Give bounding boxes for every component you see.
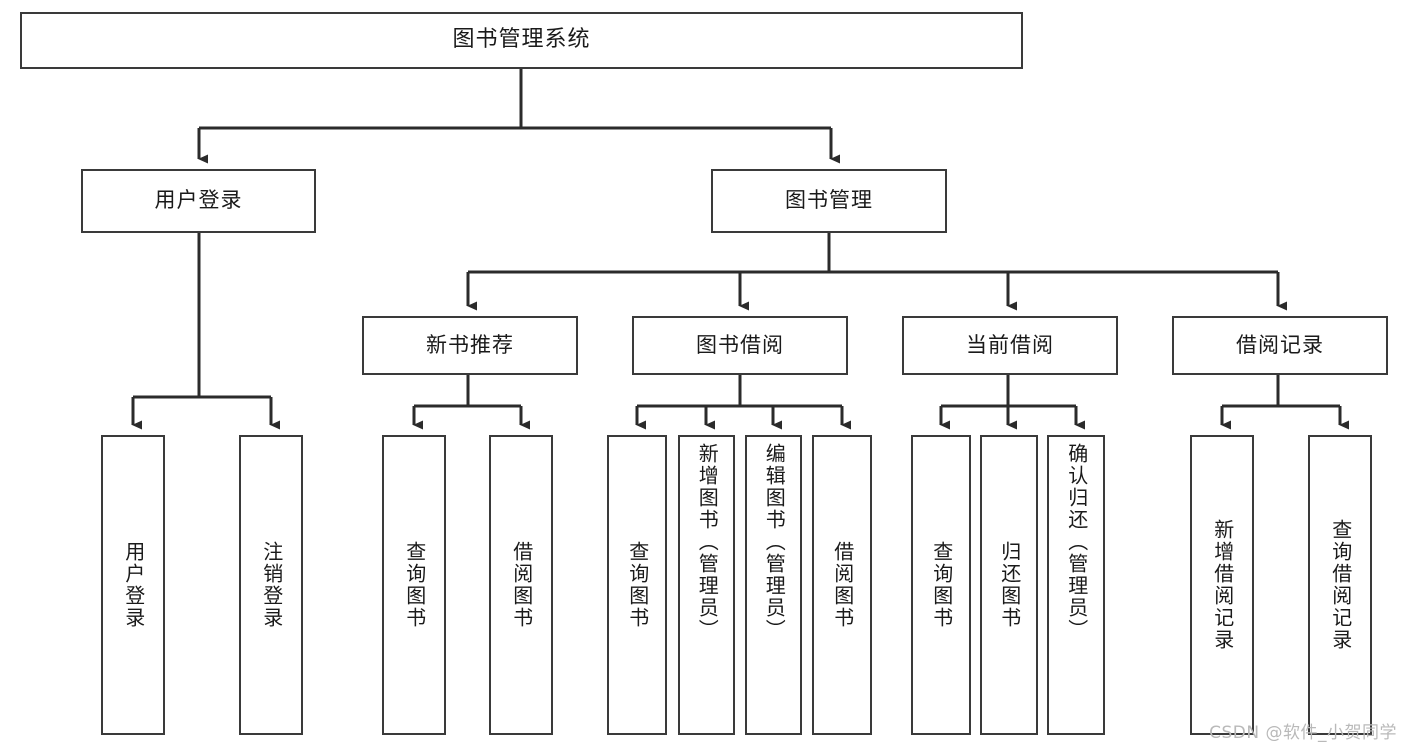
node-label: 用户登录 bbox=[154, 188, 243, 213]
leaf-add-book-admin[interactable]: 新增图书（管理员） bbox=[678, 435, 735, 735]
leaf-user-login[interactable]: 用户登录 bbox=[101, 435, 165, 735]
node-label: 查询图书 bbox=[402, 541, 427, 629]
node-user-login[interactable]: 用户登录 bbox=[81, 169, 316, 233]
leaf-add-borrow-record[interactable]: 新增借阅记录 bbox=[1190, 435, 1254, 735]
node-label: 用户登录 bbox=[121, 541, 146, 629]
node-label: 借阅记录 bbox=[1236, 332, 1324, 357]
leaf-borrow-book-newbook[interactable]: 借阅图书 bbox=[489, 435, 553, 735]
node-label: 编辑图书（管理员） bbox=[762, 443, 787, 641]
node-current-borrow[interactable]: 当前借阅 bbox=[902, 316, 1118, 375]
node-label: 当前借阅 bbox=[966, 332, 1054, 357]
node-label: 新增借阅记录 bbox=[1210, 519, 1235, 651]
node-label: 借阅图书 bbox=[509, 541, 534, 629]
node-label: 新书推荐 bbox=[426, 332, 514, 357]
node-label: 查询图书 bbox=[929, 541, 954, 629]
node-new-book-recommend[interactable]: 新书推荐 bbox=[362, 316, 578, 375]
leaf-confirm-return-admin[interactable]: 确认归还（管理员） bbox=[1047, 435, 1105, 735]
leaf-query-book-current[interactable]: 查询图书 bbox=[911, 435, 971, 735]
watermark-csdn: CSDN @软件_小贺同学 bbox=[1209, 723, 1397, 743]
node-book-management[interactable]: 图书管理 bbox=[711, 169, 947, 233]
node-book-borrow[interactable]: 图书借阅 bbox=[632, 316, 848, 375]
node-label: 注销登录 bbox=[259, 541, 284, 629]
node-label: 图书管理系统 bbox=[452, 27, 591, 53]
node-label: 查询图书 bbox=[625, 541, 650, 629]
leaf-query-book-borrow[interactable]: 查询图书 bbox=[607, 435, 667, 735]
leaf-logout[interactable]: 注销登录 bbox=[239, 435, 303, 735]
node-label: 新增图书（管理员） bbox=[695, 443, 720, 641]
leaf-query-borrow-record[interactable]: 查询借阅记录 bbox=[1308, 435, 1372, 735]
leaf-query-book-newbook[interactable]: 查询图书 bbox=[382, 435, 446, 735]
node-label: 借阅图书 bbox=[830, 541, 855, 629]
node-root-system[interactable]: 图书管理系统 bbox=[20, 12, 1023, 69]
node-borrow-record[interactable]: 借阅记录 bbox=[1172, 316, 1388, 375]
node-label: 图书管理 bbox=[785, 188, 873, 213]
leaf-return-book[interactable]: 归还图书 bbox=[980, 435, 1038, 735]
node-label: 图书借阅 bbox=[696, 332, 784, 357]
leaf-edit-book-admin[interactable]: 编辑图书（管理员） bbox=[745, 435, 802, 735]
node-label: 确认归还（管理员） bbox=[1064, 443, 1089, 641]
leaf-borrow-book-borrow[interactable]: 借阅图书 bbox=[812, 435, 872, 735]
node-label: 查询借阅记录 bbox=[1328, 519, 1353, 651]
node-label: 归还图书 bbox=[997, 541, 1022, 629]
